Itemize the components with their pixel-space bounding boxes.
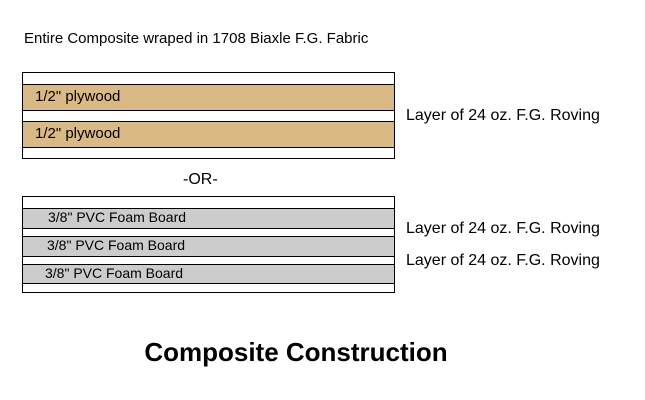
pvc-layer: 3/8" PVC Foam Board [23,236,394,257]
plywood-layer: 1/2" plywood [23,84,394,111]
plywood-composite-stack: 1/2" plywood 1/2" plywood [22,72,395,159]
roving-label: Layer of 24 oz. F.G. Roving [406,252,600,269]
wrap-note: Entire Composite wraped in 1708 Biaxle F… [24,30,369,47]
pvc-layer: 3/8" PVC Foam Board [23,264,394,284]
roving-label: Layer of 24 oz. F.G. Roving [406,220,600,237]
roving-label: Layer of 24 oz. F.G. Roving [406,107,600,124]
pvc-composite-stack: 3/8" PVC Foam Board 3/8" PVC Foam Board … [22,196,395,293]
diagram-title: Composite Construction [144,337,448,367]
pvc-layer: 3/8" PVC Foam Board [23,208,394,229]
plywood-layer: 1/2" plywood [23,121,394,148]
or-separator: -OR- [183,171,218,188]
